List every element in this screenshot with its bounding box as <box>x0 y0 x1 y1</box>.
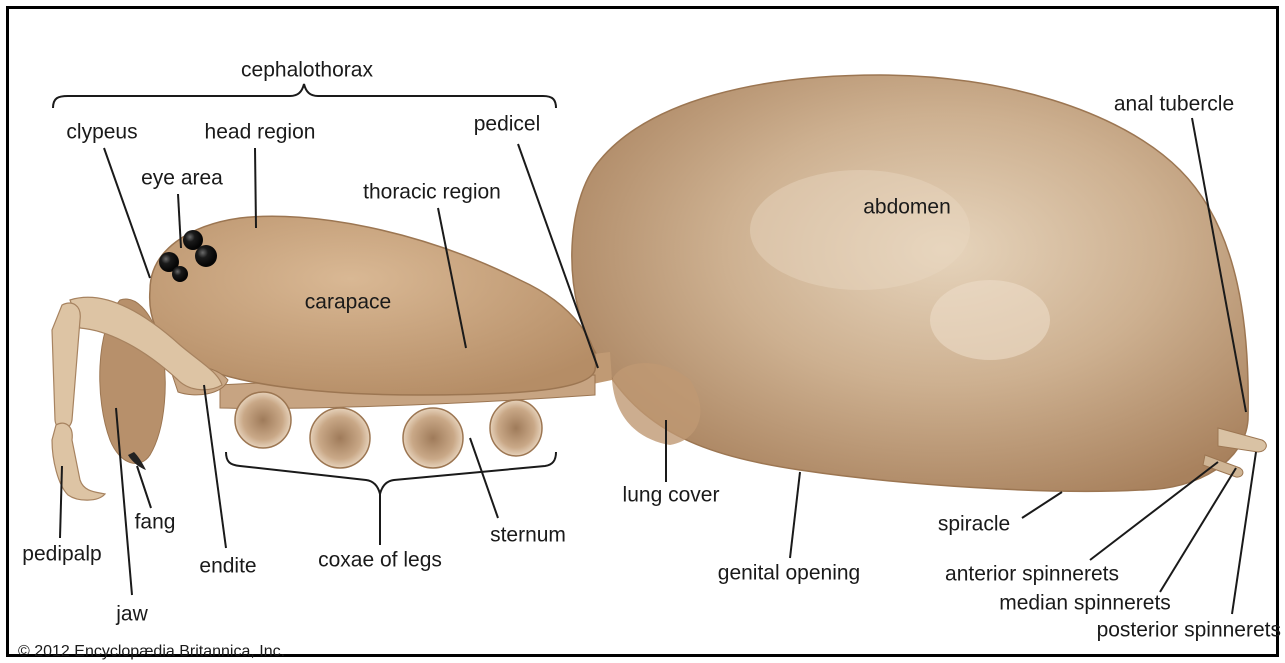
coxae-bracket <box>226 452 556 494</box>
label-sternum: sternum <box>490 525 566 546</box>
coxa-1 <box>235 392 291 448</box>
eye-4 <box>172 266 188 282</box>
label-clypeus: clypeus <box>66 122 137 143</box>
label-carapace: carapace <box>305 292 391 313</box>
label-abdomen: abdomen <box>863 197 951 218</box>
label-median-spinnerets: median spinnerets <box>999 593 1171 614</box>
coxa-4 <box>490 400 542 456</box>
label-posterior-spinnerets: posterior spinnerets <box>1097 620 1281 641</box>
label-genital-opening: genital opening <box>718 563 860 584</box>
coxa-3 <box>403 408 463 468</box>
label-thoracic-region: thoracic region <box>363 182 501 203</box>
label-anal-tubercle: anal tubercle <box>1114 94 1234 115</box>
label-fang: fang <box>135 512 176 533</box>
abdomen-highlight <box>930 280 1050 360</box>
label-pedipalp: pedipalp <box>22 544 101 565</box>
abdomen-highlight-2 <box>750 170 970 290</box>
coxa-2 <box>310 408 370 468</box>
label-cephalothorax: cephalothorax <box>241 60 373 81</box>
cephalothorax-bracket <box>53 84 556 108</box>
label-pedicel: pedicel <box>474 114 541 135</box>
label-jaw: jaw <box>116 604 148 625</box>
label-head-region: head region <box>205 122 316 143</box>
eye-3 <box>195 245 217 267</box>
label-eye-area: eye area <box>141 168 223 189</box>
label-anterior-spinnerets: anterior spinnerets <box>945 564 1119 585</box>
label-lung-cover: lung cover <box>623 485 720 506</box>
label-endite: endite <box>199 556 256 577</box>
copyright-credit: © 2012 Encyclopædia Britannica, Inc. <box>18 643 285 661</box>
label-spiracle: spiracle <box>938 514 1010 535</box>
label-coxae-of-legs: coxae of legs <box>318 550 442 571</box>
